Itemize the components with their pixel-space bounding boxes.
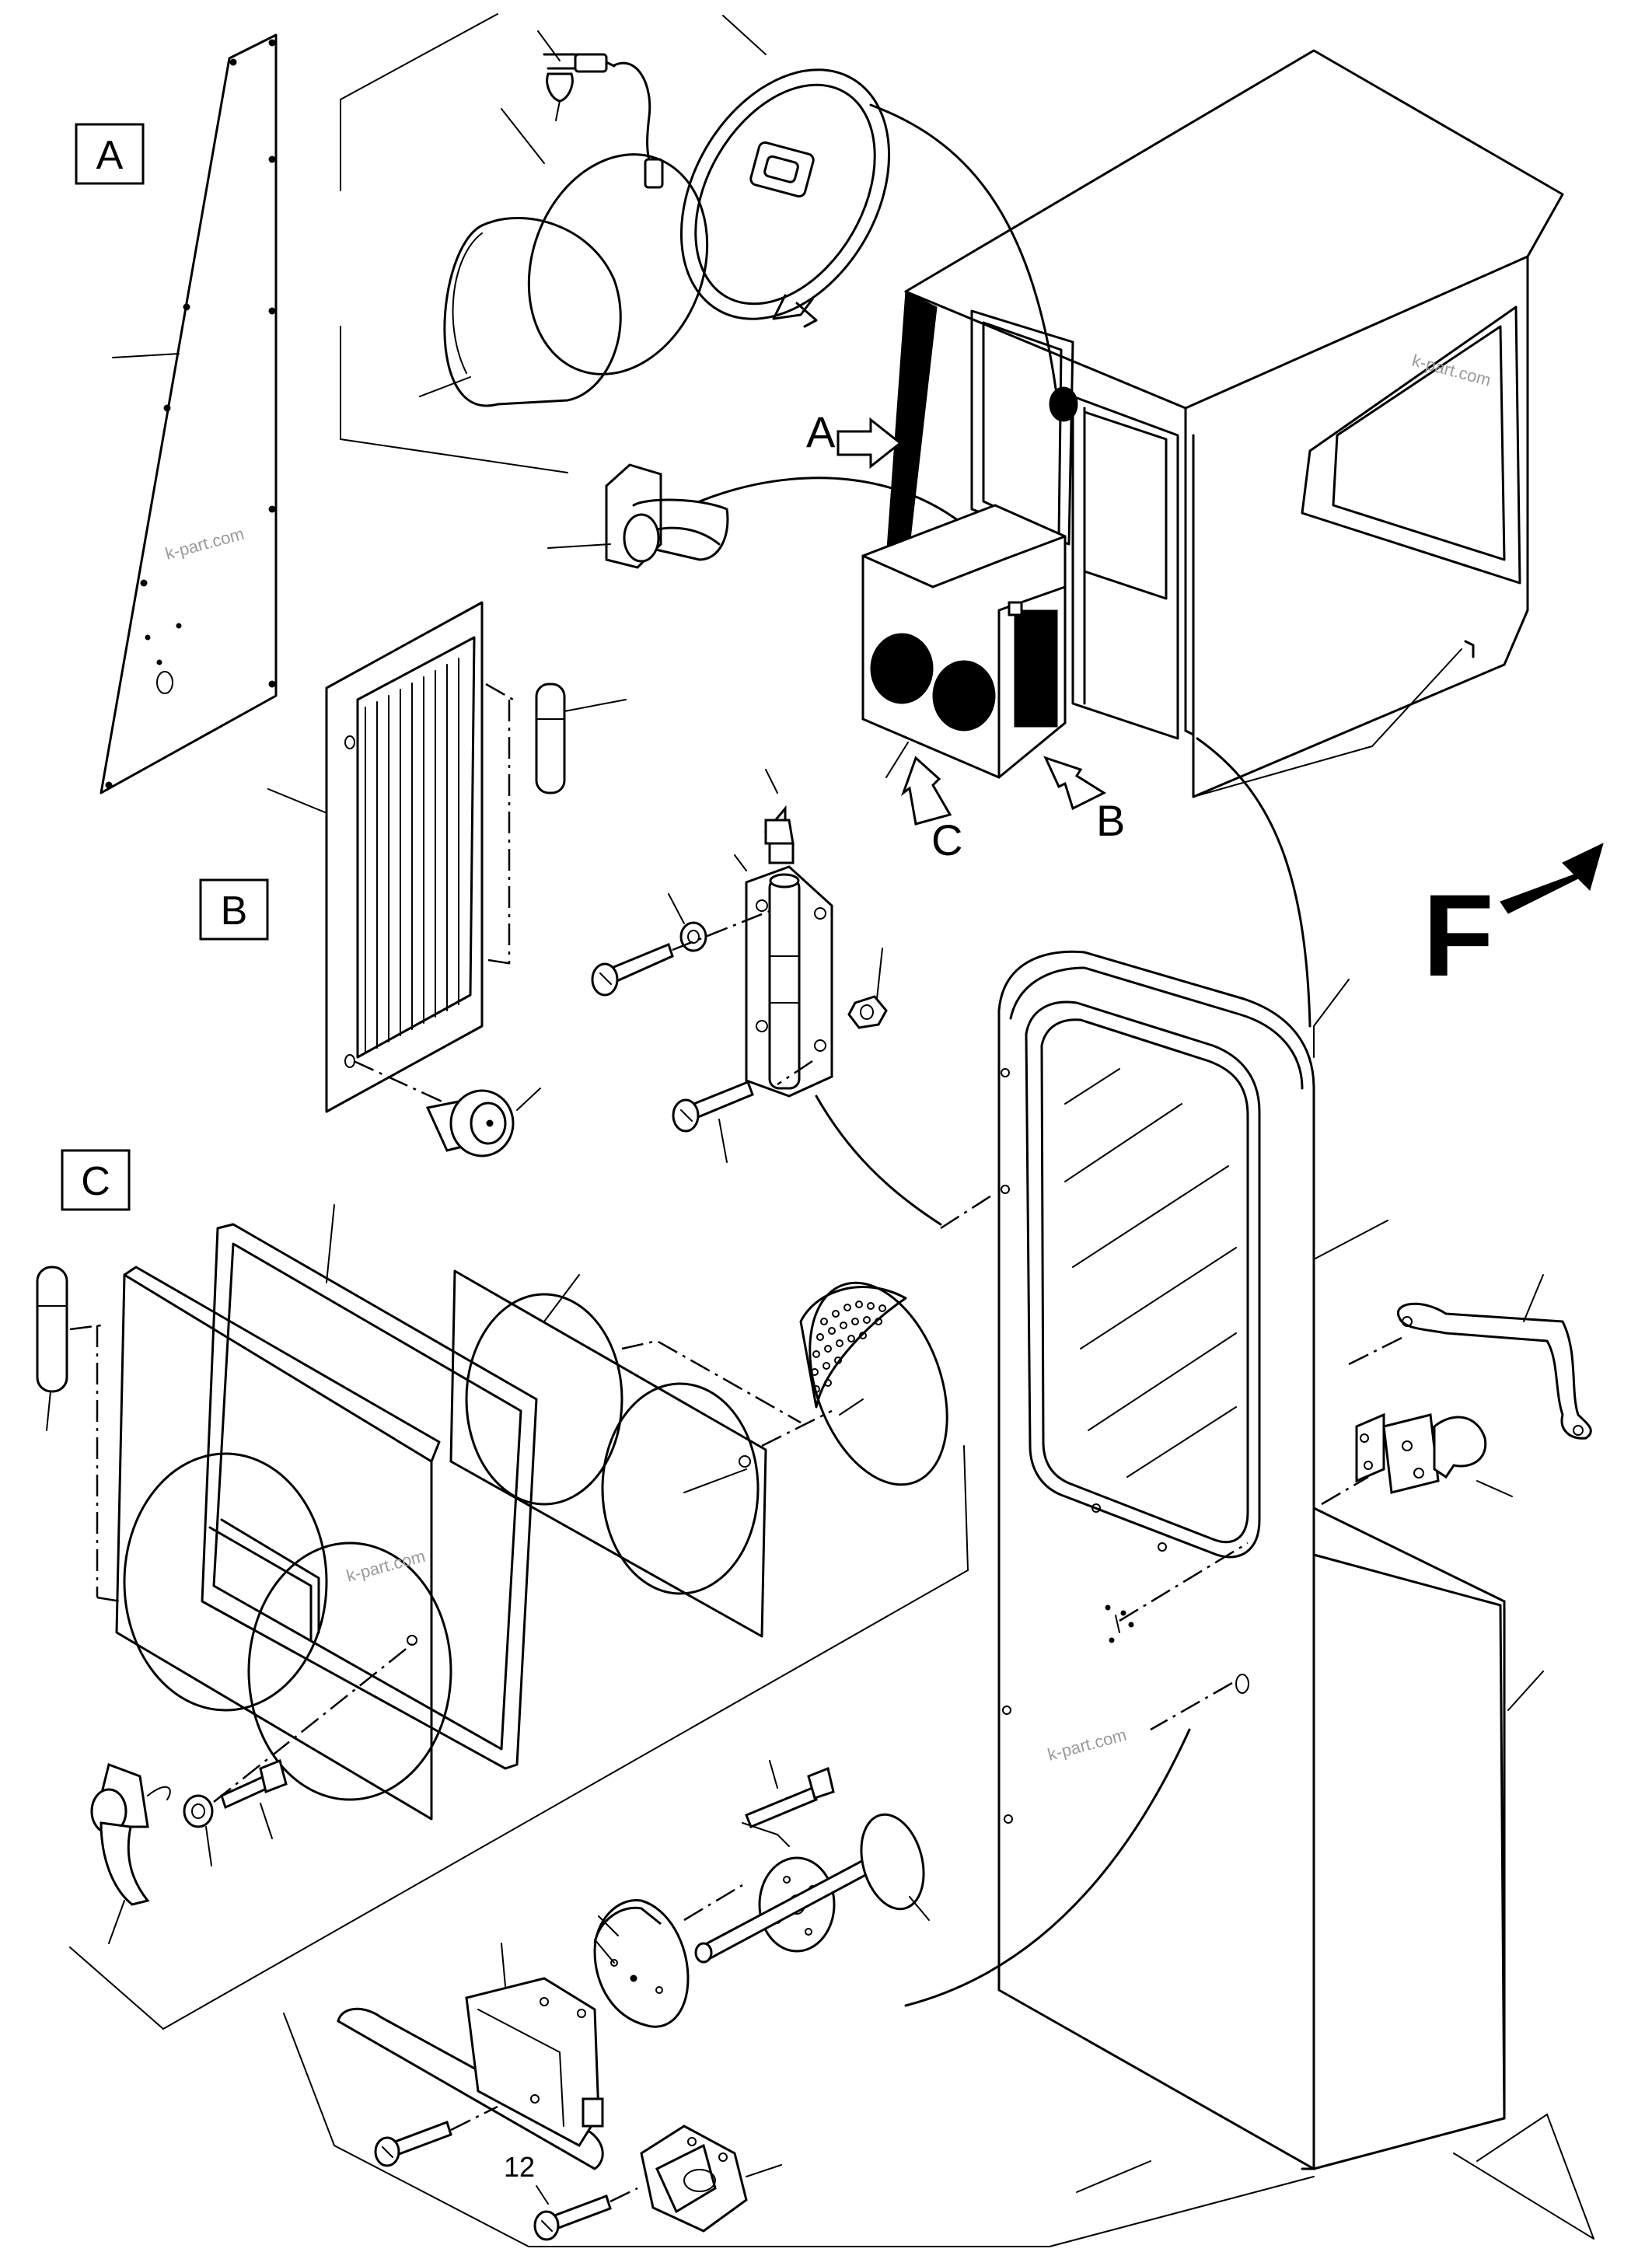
sweep-arc-light <box>869 103 1057 390</box>
door-latch-mechanism <box>1321 1412 1513 1506</box>
handle-spindle-rod <box>694 1849 892 1964</box>
arrow-c-label: C <box>931 815 962 864</box>
hinge-screw-top <box>591 908 774 997</box>
grille-hinge-pin <box>485 683 627 965</box>
section-b-box: B <box>199 878 269 941</box>
cab-door <box>997 950 1594 2240</box>
front-cover-panel <box>115 1266 452 1821</box>
part-number-12: 12 <box>504 2151 535 2183</box>
vent-grille-panel <box>267 601 484 1113</box>
hinge-washer-top <box>668 893 707 952</box>
forward-direction-mark: F <box>1423 843 1604 1000</box>
lamp-mounting-plate <box>449 1269 833 1638</box>
watermark: k-part.com <box>1410 351 1493 390</box>
door-handle-group-frame <box>283 1728 1315 2247</box>
door-inner-panel <box>1312 1507 1506 1603</box>
handle-catch-block <box>640 2125 782 2233</box>
cover-latch-washer <box>183 1643 413 1866</box>
section-b-label: B <box>221 889 248 934</box>
cover-hinge-pin <box>36 1266 121 1603</box>
watermark: k-part.com <box>1046 1725 1129 1765</box>
side-panel-plate <box>100 33 278 794</box>
door-hinge-assembly <box>734 769 833 1098</box>
section-c-box: C <box>61 1149 131 1211</box>
arrow-a-label: A <box>806 407 836 456</box>
lamp-gasket <box>501 108 709 375</box>
handle-spindle-screw <box>742 1760 835 1847</box>
lamp-lens <box>419 217 622 407</box>
cab-assembly <box>861 49 1564 798</box>
watermark: k-part.com <box>163 524 246 564</box>
handle-screw-right: 12 <box>504 2151 638 2241</box>
arrow-b-indicator: B <box>1043 756 1125 845</box>
section-c-label: C <box>81 1159 110 1204</box>
section-a-label: A <box>96 133 124 178</box>
section-c-frame <box>69 1445 969 2030</box>
sweep-arc-door <box>1196 737 1311 1028</box>
handle-backing-disc <box>860 1813 930 1921</box>
cover-latch-knob <box>90 1763 171 1944</box>
light-bulb <box>537 30 664 189</box>
sweep-arc-hinge <box>815 1095 942 1226</box>
arrow-a-indicator: A <box>806 407 903 470</box>
work-light-group-frame <box>340 13 568 473</box>
arrow-b-label: B <box>1096 796 1125 845</box>
arrow-c-indicator: C <box>900 756 962 864</box>
handle-screw-left <box>374 2105 498 2167</box>
hinge-nut <box>847 948 888 1029</box>
grille-lock-latch <box>353 1060 541 1157</box>
cover-latch-bolt <box>220 1758 288 1839</box>
forward-mark-label: F <box>1423 870 1494 1000</box>
lamp-mesh-screen <box>799 1281 948 1486</box>
lamp-housing <box>679 15 891 328</box>
door-grab-handle-bar <box>1348 1274 1592 1440</box>
section-a-box: A <box>75 123 145 185</box>
door-pull-handle <box>337 1943 604 2170</box>
mounting-loop-bracket <box>547 463 1020 592</box>
cover-gasket-frame <box>201 1204 538 1770</box>
handle-rosette <box>593 1884 743 2028</box>
hinge-screw-bottom <box>672 1081 754 1163</box>
